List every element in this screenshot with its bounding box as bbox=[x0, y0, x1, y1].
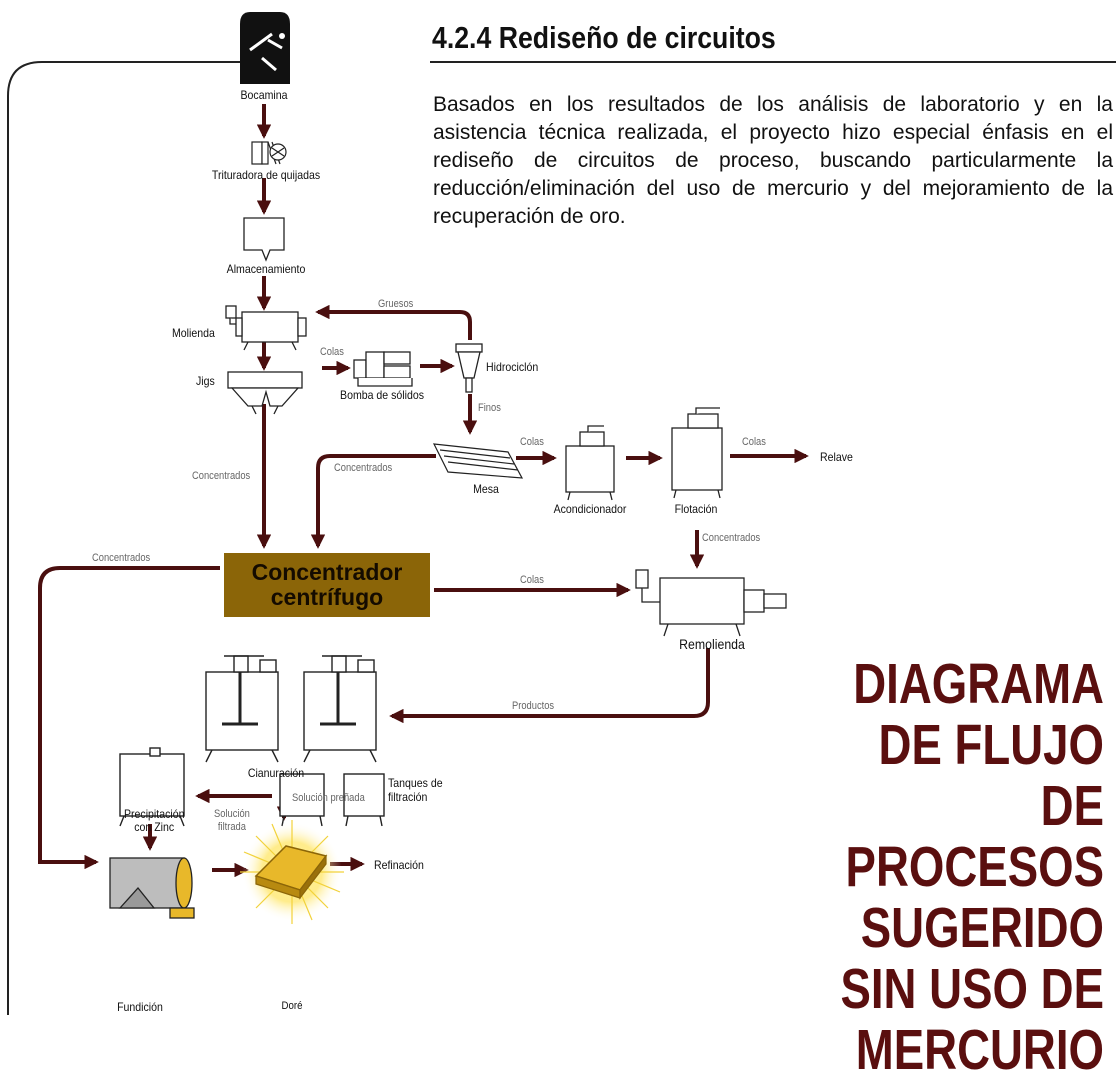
precipitacion-line-1: Precipitación bbox=[124, 807, 185, 821]
hydrocyclone-icon bbox=[455, 343, 483, 393]
flow-label-concentrados-flotacion: Concentrados bbox=[702, 532, 761, 544]
flow-label-gruesos: Gruesos bbox=[378, 298, 414, 310]
node-label-relave: Relave bbox=[820, 450, 853, 464]
section-title: 4.2.4 Rediseño de circuitos bbox=[432, 20, 776, 55]
intro-paragraph: Basados en los resultados de los análisi… bbox=[433, 93, 1113, 228]
flow-label-solucion-prenada: Solución preñada bbox=[292, 792, 365, 804]
flow-label-colas-flotacion: Colas bbox=[742, 436, 766, 448]
pump-icon bbox=[353, 351, 413, 387]
concentrator-label-line-2: centrífugo bbox=[270, 584, 384, 610]
conditioner-tank-icon bbox=[565, 425, 615, 501]
centrifugal-concentrator-box: Concentrador centrífugo bbox=[224, 553, 430, 617]
cyanidation-tanks-icon bbox=[205, 655, 377, 763]
smelting-furnace-icon bbox=[109, 857, 195, 919]
flow-label-colas-centrifugo: Colas bbox=[520, 574, 544, 586]
node-label-bomba: Bomba de sólidos bbox=[340, 388, 424, 402]
flotation-cell-icon bbox=[671, 407, 723, 499]
flow-label-finos: Finos bbox=[478, 402, 501, 414]
node-label-dore: Doré bbox=[281, 1000, 303, 1012]
big-title-line-1: DIAGRAMA bbox=[853, 652, 1104, 716]
flow-label-concentrados-jigs: Concentrados bbox=[192, 470, 251, 482]
big-title-line-4: SUGERIDO bbox=[860, 896, 1104, 960]
node-label-bocamina: Bocamina bbox=[240, 88, 288, 102]
flow-label-productos: Productos bbox=[512, 700, 555, 712]
node-label-hidrociclon: Hidrociclón bbox=[486, 360, 539, 374]
flow-diagram-canvas bbox=[7, 12, 1116, 1015]
node-label-molienda: Molienda bbox=[172, 326, 215, 340]
precipitacion-line-2: con Zinc bbox=[134, 820, 175, 834]
node-label-precipitacion: Precipitación con Zinc bbox=[124, 808, 184, 834]
dore-gold-bar-icon bbox=[240, 820, 344, 924]
big-title-line-2: DE FLUJO DE bbox=[878, 713, 1104, 838]
node-label-cianuracion: Cianuración bbox=[247, 766, 305, 780]
diagram-big-title: DIAGRAMA DE FLUJO DE PROCESOS SUGERIDO S… bbox=[840, 654, 1104, 1081]
node-label-tanques: Tanques de filtración bbox=[388, 776, 443, 804]
shaking-table-icon bbox=[432, 443, 524, 479]
concentrator-label-line-1: Concentrador bbox=[251, 559, 403, 585]
big-title-line-6: MERCURIO bbox=[855, 1018, 1104, 1082]
flow-label-concentrados-mesa: Concentrados bbox=[334, 462, 393, 474]
bocamina-icon bbox=[240, 12, 290, 84]
storage-hopper-icon bbox=[243, 217, 285, 262]
node-label-acondicionador: Acondicionador bbox=[553, 502, 627, 516]
jigs-icon bbox=[227, 371, 303, 415]
node-label-flotacion: Flotación bbox=[674, 502, 718, 516]
flow-label-solucion-filtrada: Solución filtrada bbox=[214, 808, 250, 834]
big-title-line-3: PROCESOS bbox=[845, 835, 1104, 899]
node-label-refinacion: Refinación bbox=[374, 858, 424, 872]
regrinding-mill-icon bbox=[635, 569, 787, 637]
tanques-line-1: Tanques de bbox=[388, 776, 443, 790]
node-label-mesa: Mesa bbox=[473, 482, 499, 496]
node-label-fundicion: Fundición bbox=[117, 1000, 163, 1014]
tanques-line-2: filtración bbox=[388, 790, 428, 804]
crusher-icon bbox=[251, 141, 287, 165]
flow-label-concentrados-centrifugo: Concentrados bbox=[92, 552, 151, 564]
solucion-filtrada-line-1: Solución bbox=[214, 808, 250, 820]
node-label-almacenamiento: Almacenamiento bbox=[226, 262, 306, 276]
node-label-jigs: Jigs bbox=[196, 374, 215, 388]
flow-arrows bbox=[38, 104, 809, 878]
big-title-line-5: SIN USO DE bbox=[840, 957, 1104, 1021]
flow-label-colas-mesa: Colas bbox=[520, 436, 544, 448]
filtration-tanks-icon bbox=[279, 773, 385, 827]
frame-border bbox=[7, 61, 1116, 1015]
flow-label-colas-jigs: Colas bbox=[320, 346, 344, 358]
node-label-trituradora: Trituradora de quijadas bbox=[211, 168, 321, 182]
node-label-remolienda: Remolienda bbox=[679, 636, 745, 652]
mill-icon bbox=[225, 305, 307, 351]
solucion-filtrada-line-2: filtrada bbox=[217, 821, 246, 833]
precipitation-tank-icon bbox=[119, 747, 185, 827]
